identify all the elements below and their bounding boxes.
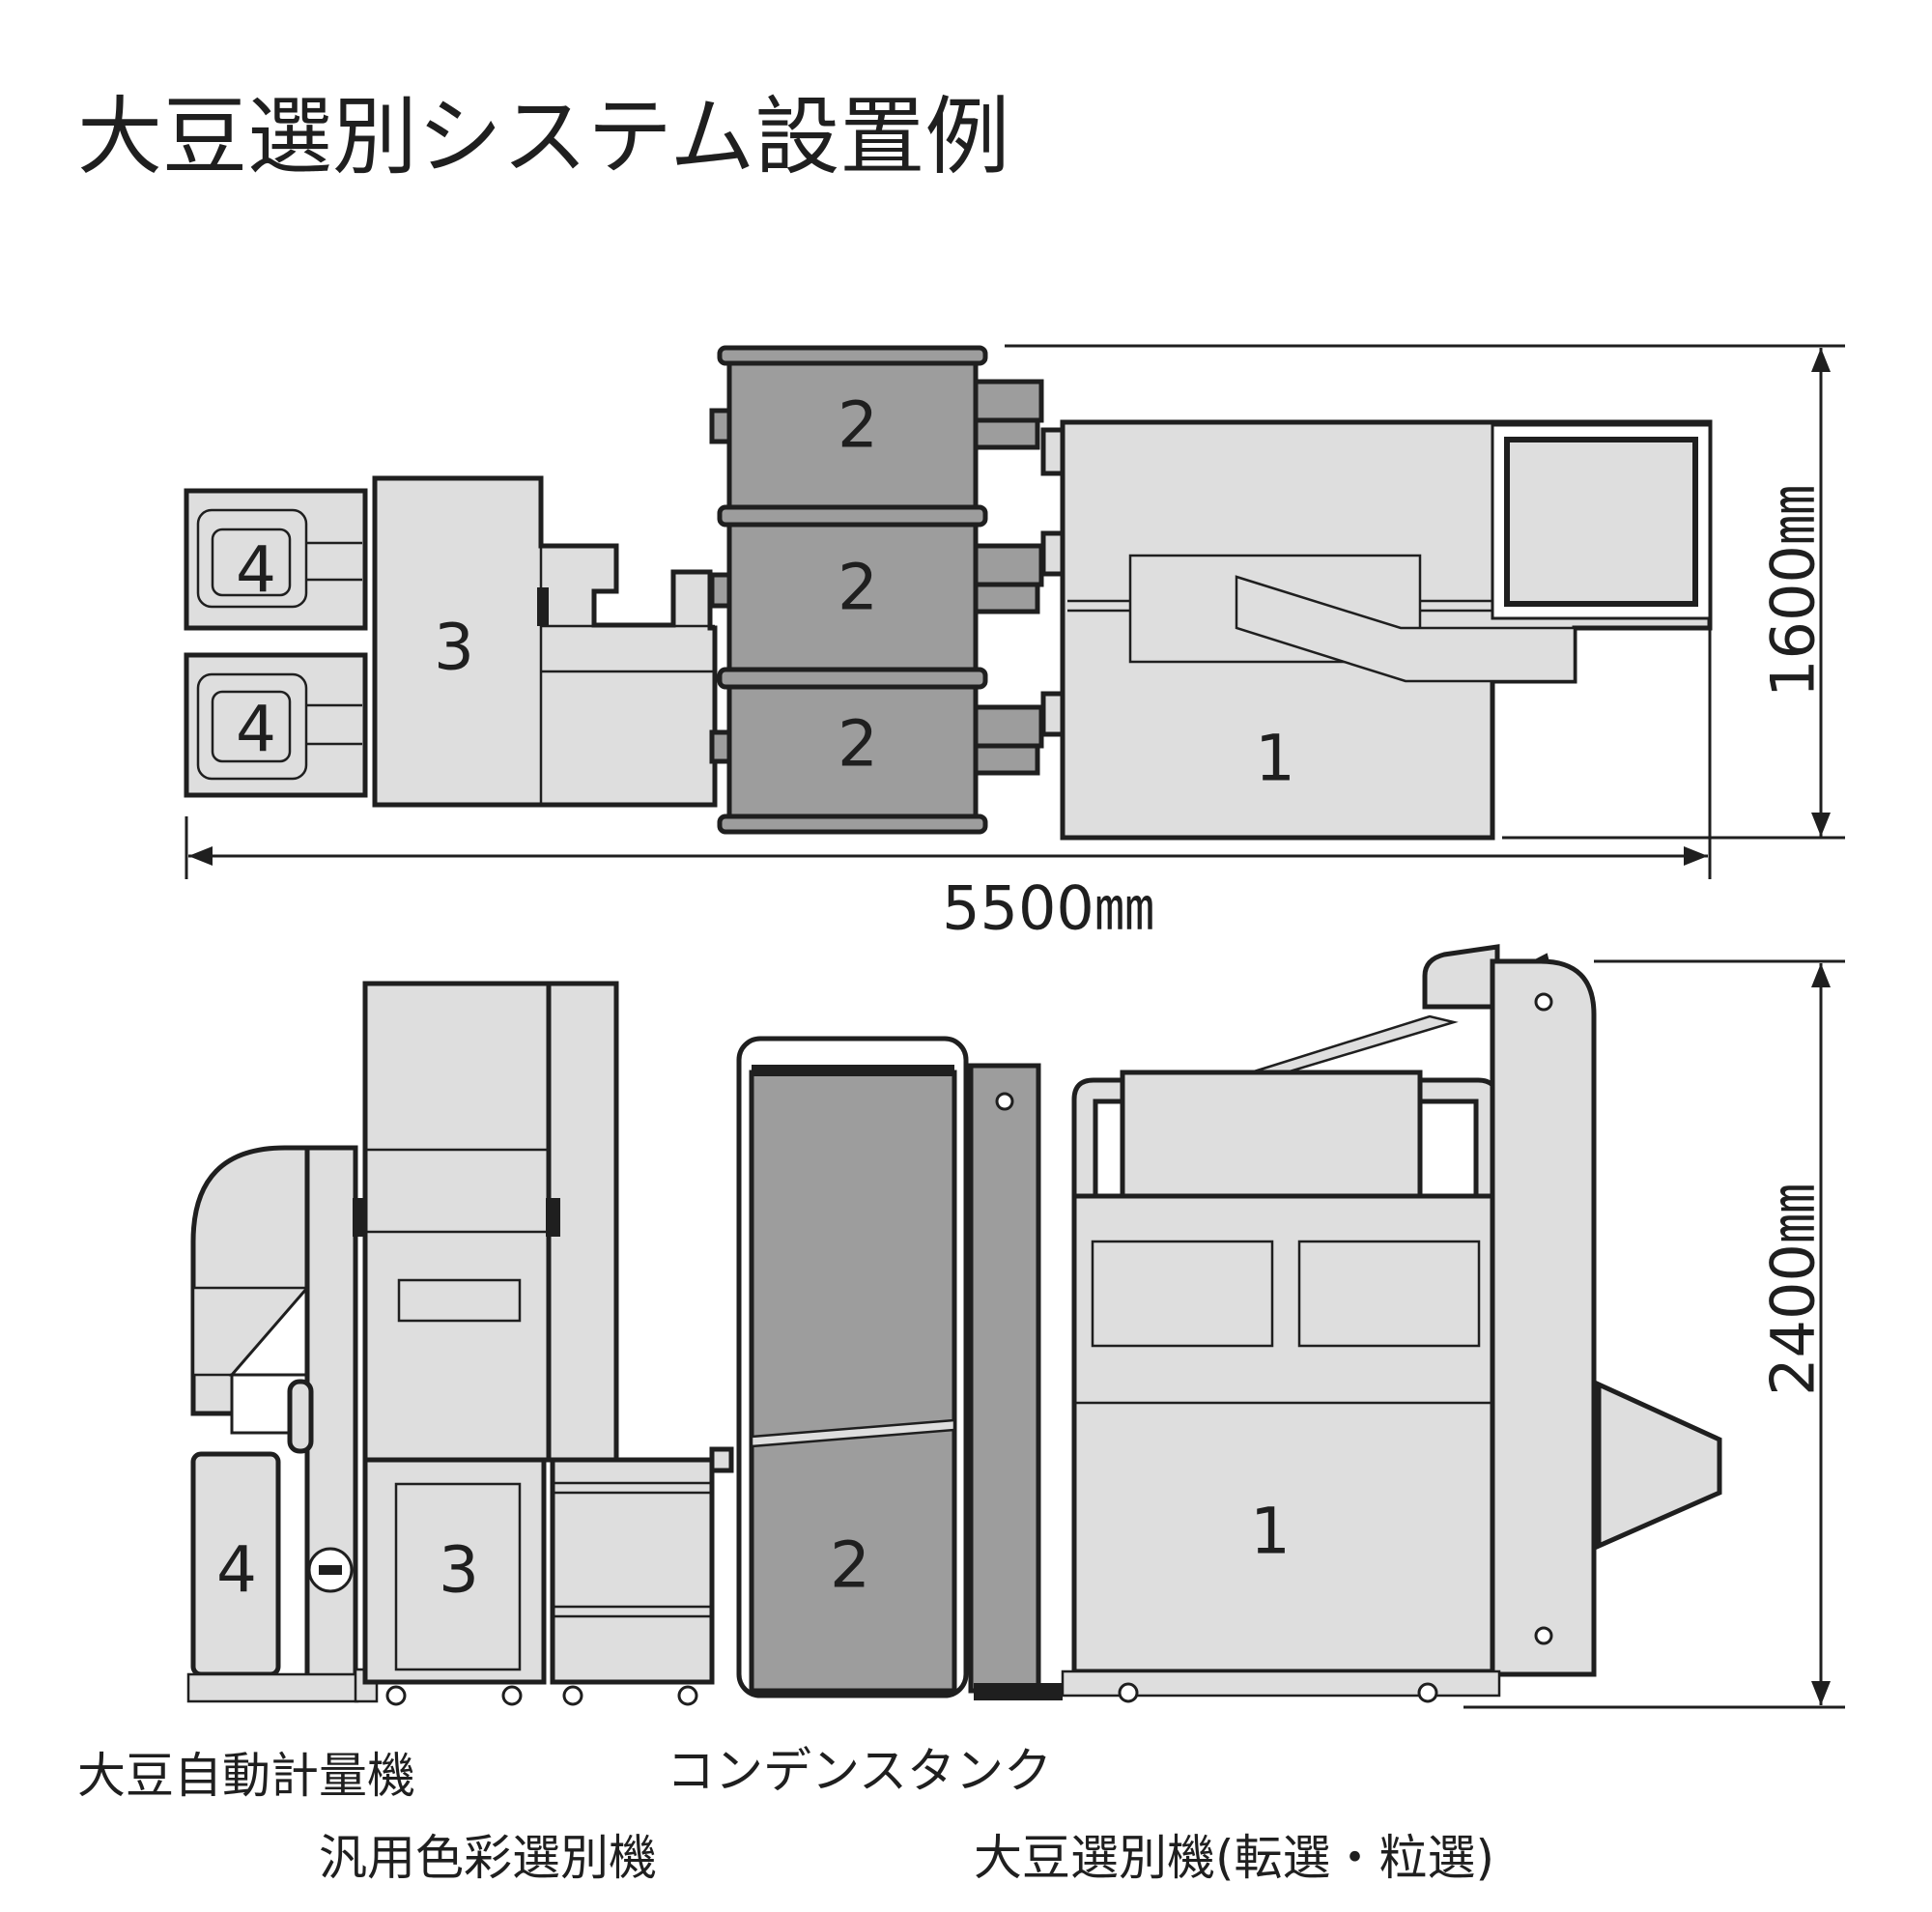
elevation-weigher: 4 [186, 1145, 379, 1703]
elevation-color-sorter: 3 [362, 981, 734, 1706]
plan-sorter: 1 [1040, 419, 1713, 841]
elevation-weigher-number: 4 [216, 1533, 257, 1608]
caption-color-sorter: 汎用色彩選別機 [319, 1830, 657, 1886]
plan-view: 4 4 3 [184, 344, 1845, 944]
caption-sorter: 大豆選別機(転選・粒選) [974, 1830, 1494, 1886]
elevation-sorter-number: 1 [1250, 1495, 1291, 1569]
plan-weigher-number-2: 4 [236, 693, 276, 767]
plan-tank-number-2: 2 [838, 551, 878, 625]
width-dimension-label: 5500㎜ [942, 873, 1154, 944]
plan-tank-number-3: 2 [838, 707, 878, 782]
elevation-sorter: 1 [1061, 944, 1722, 1703]
plan-sorter-number: 1 [1255, 722, 1295, 796]
plan-condenser-tanks: 2 2 2 [709, 345, 1044, 835]
plan-color-sorter-number: 3 [434, 611, 474, 685]
depth-dimension-label: 1600㎜ [1758, 485, 1829, 698]
height-dimension: 2400㎜ [1463, 959, 1845, 1709]
plan-weigher-lower: 4 [184, 652, 368, 798]
height-dimension-label: 2400㎜ [1758, 1184, 1829, 1396]
plan-color-sorter: 3 [372, 475, 718, 808]
caption-weigher: 大豆自動計量機 [77, 1748, 415, 1804]
plan-weigher-number: 4 [236, 533, 276, 608]
elevation-color-sorter-number: 3 [439, 1533, 479, 1608]
width-dimension: 5500㎜ [185, 628, 1712, 944]
plan-tank-number-1: 2 [838, 388, 878, 463]
captions: 大豆自動計量機 コンデンスタンク 汎用色彩選別機 大豆選別機(転選・粒選) [77, 1743, 1494, 1886]
caption-condenser-tank: コンデンスタンク [667, 1743, 1052, 1799]
depth-dimension: 1600㎜ [1005, 344, 1845, 840]
elevation-tank-number: 2 [830, 1528, 870, 1603]
plan-weigher-upper: 4 [184, 488, 368, 631]
elevation-view: 4 3 [186, 944, 1845, 1709]
page-title: 大豆選別システム設置例 [77, 87, 1009, 186]
elevation-condenser-tank: 2 [736, 1036, 1063, 1700]
